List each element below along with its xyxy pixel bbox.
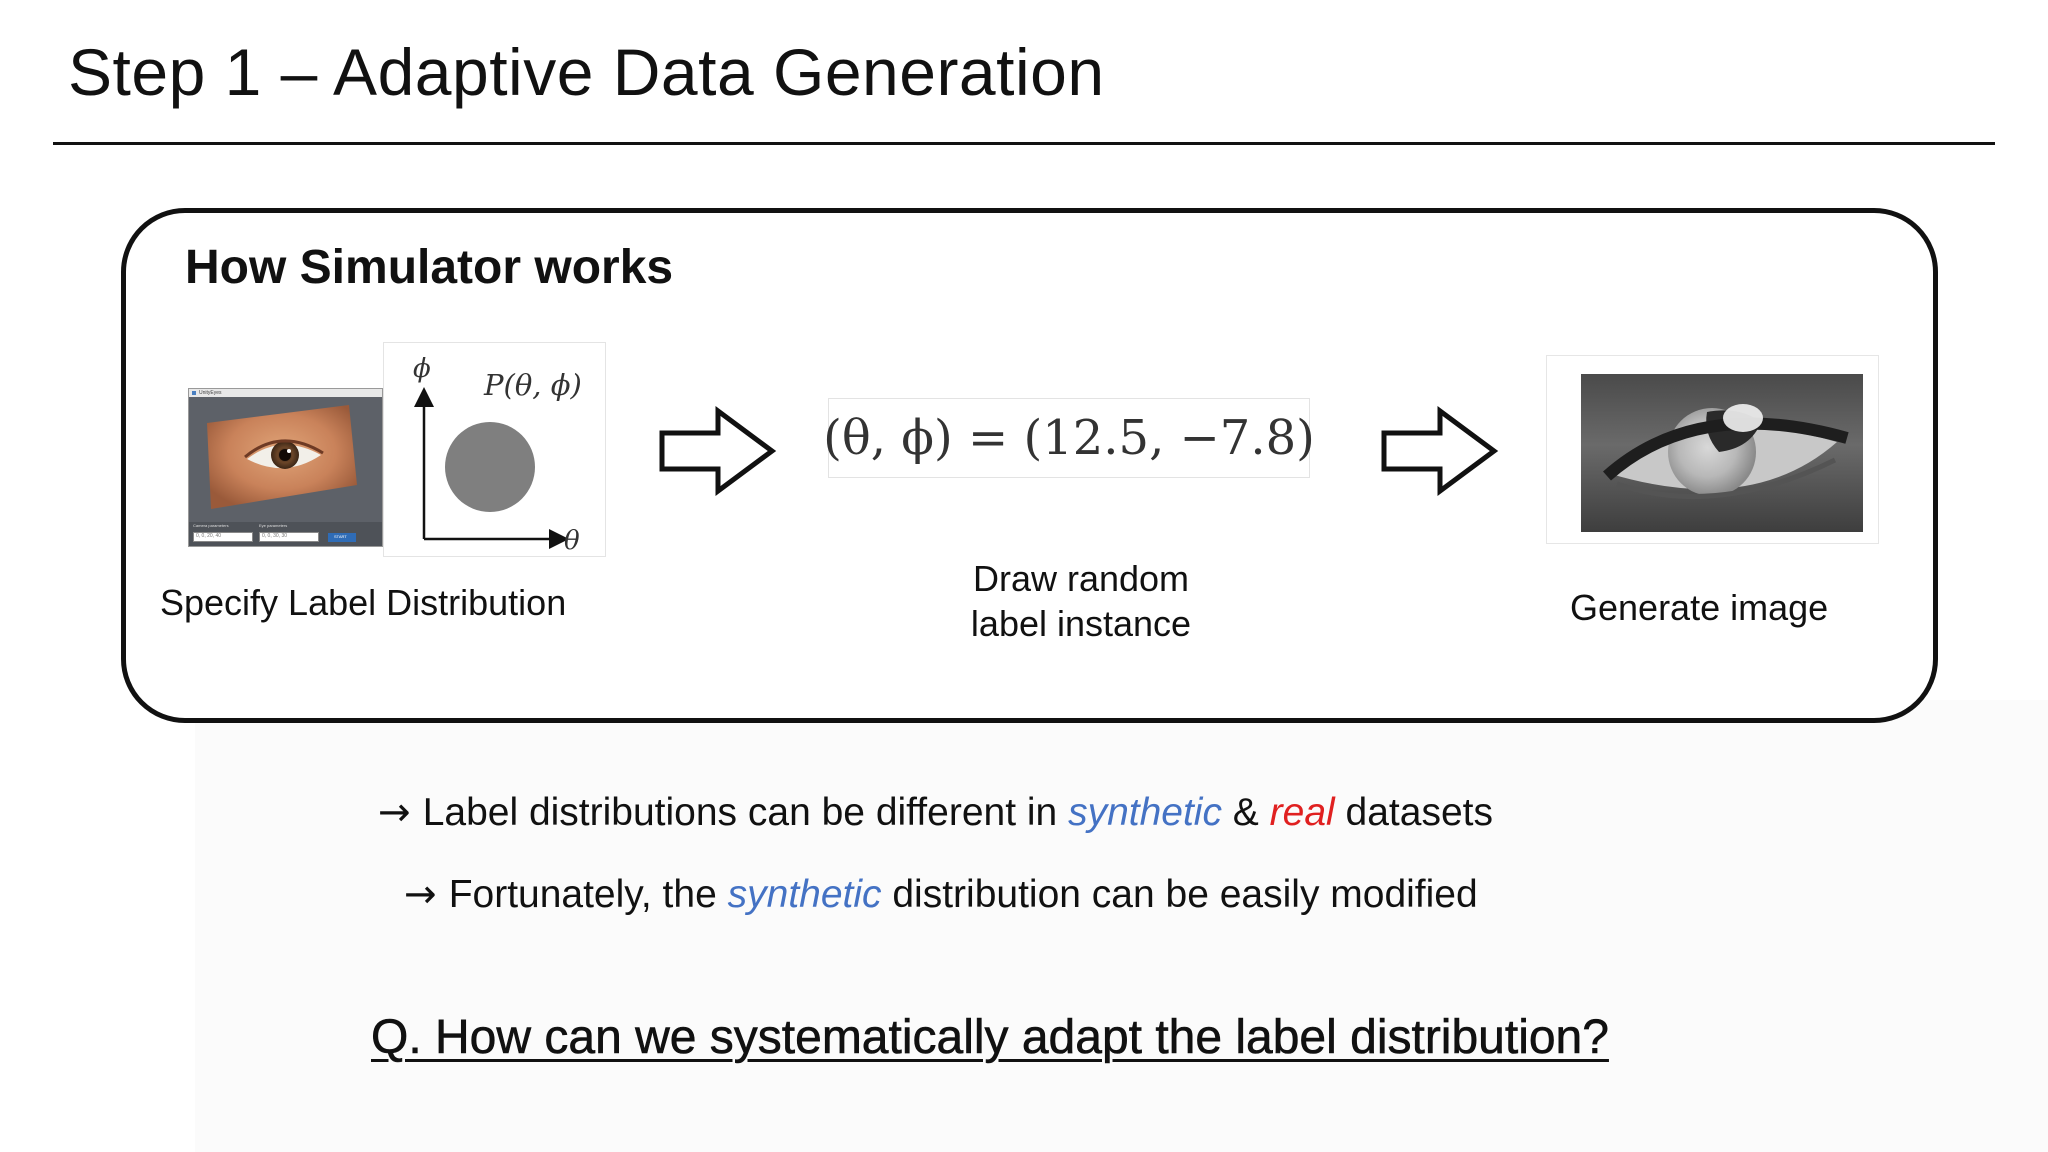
caption-draw: Draw random label instance [936,556,1226,646]
bullet-2-end: distribution can be easily modified [881,873,1478,916]
right-arrow-icon [1381,406,1499,496]
app-controls: Camera parameters Eye parameters 0, 0, 2… [189,522,382,546]
theta-axis-label: θ [564,526,580,556]
camera-params-field: 0, 0, 20, 40 [193,532,253,542]
bullet-label-distributions: → Label distributions can be different in… [378,790,1493,835]
bullet-1-end: datasets [1334,791,1493,834]
bullet-2-synthetic: synthetic [727,873,882,916]
camera-params-label: Camera parameters [193,523,229,528]
start-label: START [334,534,347,539]
right-arrow-icon [659,406,777,496]
bullet-fortunately: → Fortunately, the synthetic distribution… [404,872,1478,917]
distribution-axes: ϕ θ P(θ, ϕ) [413,354,582,556]
distribution-label: P(θ, ϕ) [483,368,582,402]
right-arrow-icon: → [378,790,411,835]
background-panel [195,700,2048,1152]
eye-render [207,405,357,509]
distribution-disk [445,422,535,512]
app-icon [192,391,196,395]
simulator-app-screenshot: UnityEyes Camera parameters Eye paramete… [188,388,383,547]
question-text: Q. How can we systematically adapt the l… [371,1011,1610,1065]
camera-params-value: 0, 0, 20, 40 [196,533,222,539]
phi-axis-label: ϕ [413,354,431,384]
right-arrow-icon: → [404,872,437,917]
app-titlebar: UnityEyes [189,389,382,397]
start-button: START [328,533,356,542]
panel-heading: How Simulator works [185,241,674,294]
label-instance-formula: (θ, ϕ) = (12.5, −7.8) [823,398,1315,478]
bullet-1-synthetic: synthetic [1068,791,1222,834]
eye-grayscale-render [1581,374,1863,532]
bullet-1-text: Label distributions can be different in [422,791,1069,834]
label-distribution-plot: ϕ θ P(θ, ϕ) [383,342,606,557]
caption-specify: Specify Label Distribution [160,582,567,623]
eye-params-value: 0, 0, 30, 30 [262,533,288,539]
formula-text: (θ, ϕ) = (12.5, −7.8) [823,410,1315,466]
bullet-1-real: real [1269,791,1335,834]
eye-params-label: Eye parameters [259,523,288,528]
app-title: UnityEyes [199,390,222,396]
caption-draw-line2: label instance [970,603,1192,644]
caption-draw-line1: Draw random [972,558,1190,599]
generated-eye-image [1546,355,1879,544]
eye-params-field: 0, 0, 30, 30 [259,532,319,542]
bullet-2-text: Fortunately, the [448,873,728,916]
bullet-1-amp: & [1221,791,1270,834]
title-divider [53,142,1995,145]
caption-generate: Generate image [1570,587,1829,628]
slide-title: Step 1 – Adaptive Data Generation [68,35,1105,109]
